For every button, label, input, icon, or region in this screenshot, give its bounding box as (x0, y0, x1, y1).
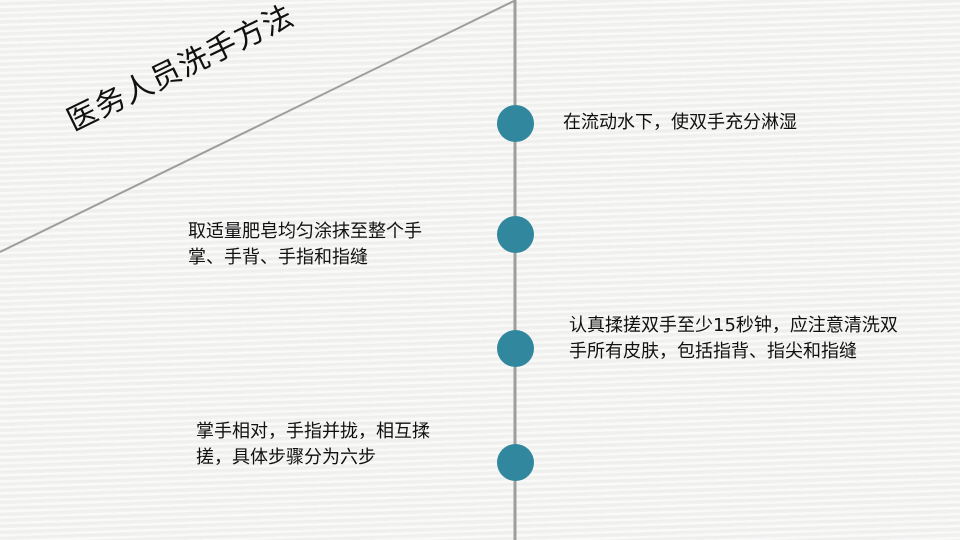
step-1-text: 在流动水下，使双手充分淋湿 (563, 112, 797, 133)
step-2-text: 取适量肥皂均匀涂抹至整个手掌、手背、手指和指缝 (188, 221, 422, 268)
timeline-node-1 (497, 105, 534, 142)
timeline-node-3 (497, 330, 534, 367)
diagonal-divider (0, 0, 517, 253)
timeline-node-4 (497, 444, 534, 481)
timeline-node-2 (497, 216, 534, 253)
step-3-text: 认真揉搓双手至少15秒钟，应注意清洗双手所有皮肤，包括指背、指尖和指缝 (569, 315, 898, 362)
step-4-text: 掌手相对，手指并拢，相互揉搓，具体步骤分为六步 (196, 421, 430, 468)
